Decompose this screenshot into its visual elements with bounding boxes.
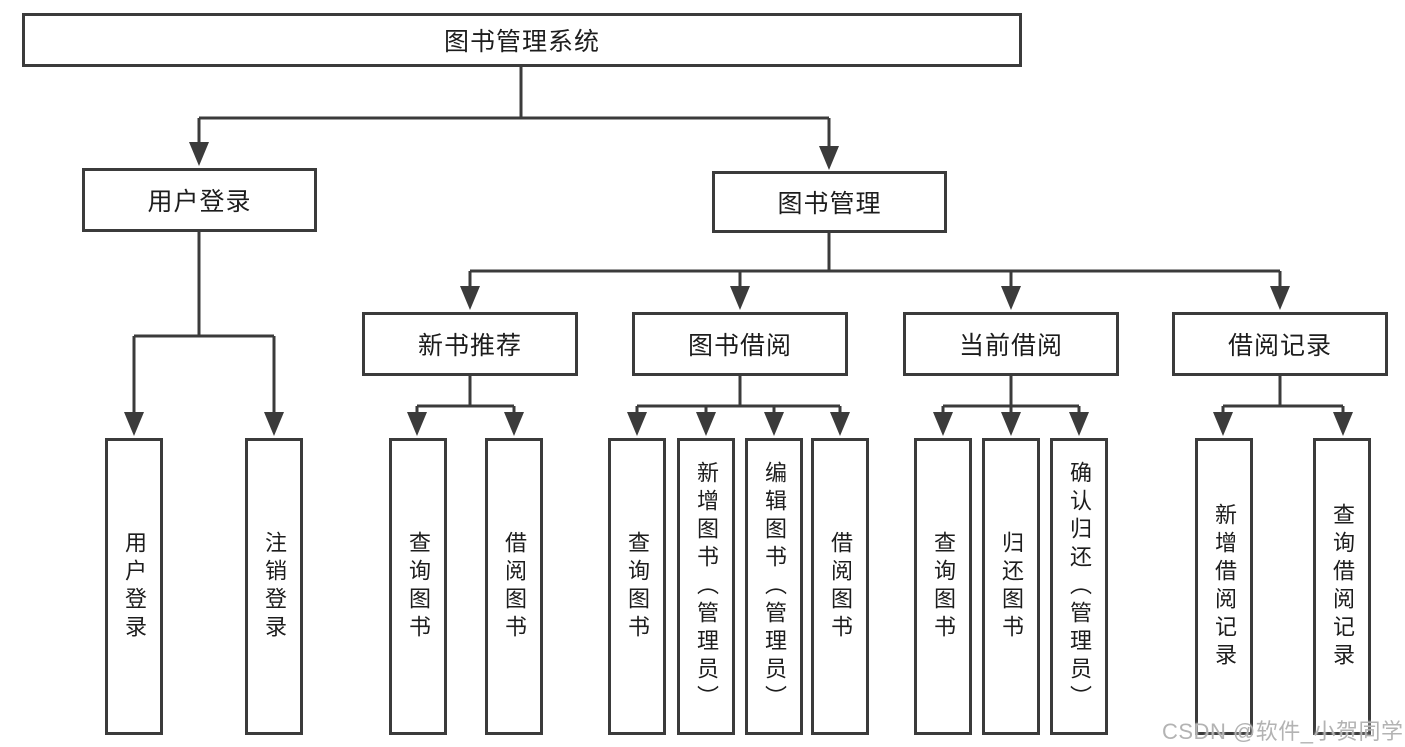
connector-user-login-children: [132, 231, 276, 414]
arrowhead: [764, 412, 784, 436]
node-current-borrowing: 当前借阅: [903, 312, 1119, 376]
node-label: 注销登录: [262, 530, 287, 643]
connector-book-mgmt-children: [468, 232, 1282, 288]
node-label: 用户登录: [122, 530, 147, 643]
arrowhead: [1001, 412, 1021, 436]
arrowhead: [1213, 412, 1233, 436]
node-book-management: 图书管理: [712, 171, 947, 233]
arrowhead: [1270, 286, 1290, 310]
leaf-borrow-books-borrowing: 借阅图书: [811, 438, 869, 735]
node-label: 当前借阅: [958, 332, 1063, 360]
leaf-query-books-borrowing: 查询图书: [608, 438, 666, 735]
node-label: 查询借阅记录: [1330, 502, 1355, 671]
arrowhead: [696, 412, 716, 436]
node-label: 新增借阅记录: [1212, 502, 1237, 671]
node-label: 归还图书: [999, 530, 1024, 643]
node-user-login: 用户登录: [82, 168, 317, 232]
arrowhead: [407, 412, 427, 436]
node-label: 借阅图书: [828, 530, 853, 643]
arrowhead: [504, 412, 524, 436]
arrowhead: [819, 146, 839, 170]
arrowhead: [830, 412, 850, 436]
arrowhead: [933, 412, 953, 436]
leaf-query-books-current: 查询图书: [914, 438, 972, 735]
node-label: 查询图书: [931, 530, 956, 643]
connector-borrow-records-children: [1221, 375, 1345, 414]
connector-new-book-rec-children: [415, 375, 516, 414]
node-label: 新增图书（管理员）: [694, 460, 719, 713]
leaf-confirm-return-admin: 确认归还（管理员）: [1050, 438, 1108, 735]
arrowhead: [1069, 412, 1089, 436]
leaf-logout: 注销登录: [245, 438, 303, 735]
arrowhead: [730, 286, 750, 310]
leaf-user-login: 用户登录: [105, 438, 163, 735]
node-label: 新书推荐: [417, 332, 522, 360]
leaf-query-borrow-record: 查询借阅记录: [1313, 438, 1371, 735]
node-label: 查询图书: [625, 530, 650, 643]
watermark: CSDN @软件_小贺同学: [1162, 719, 1404, 744]
arrowhead: [460, 286, 480, 310]
node-label: 借阅图书: [502, 530, 527, 643]
connector-book-borrow-children: [635, 375, 842, 414]
connector-root-to-level2: [197, 67, 831, 148]
leaf-add-borrow-record: 新增借阅记录: [1195, 438, 1253, 735]
leaf-edit-books-admin: 编辑图书（管理员）: [745, 438, 803, 735]
leaf-return-books: 归还图书: [982, 438, 1040, 735]
leaf-borrow-books-recommend: 借阅图书: [485, 438, 543, 735]
node-book-borrowing: 图书借阅: [632, 312, 848, 376]
node-label: 图书管理: [777, 190, 882, 218]
connector-current-borrow-children: [941, 375, 1081, 414]
node-label: 图书管理系统: [443, 28, 600, 56]
arrowhead: [627, 412, 647, 436]
node-label: 确认归还（管理员）: [1067, 460, 1092, 713]
arrowhead: [1001, 286, 1021, 310]
leaf-add-books-admin: 新增图书（管理员）: [677, 438, 735, 735]
node-label: 借阅记录: [1227, 332, 1332, 360]
arrowhead: [189, 142, 209, 166]
leaf-query-books-recommend: 查询图书: [389, 438, 447, 735]
arrowhead: [264, 412, 284, 436]
arrowhead: [124, 412, 144, 436]
node-new-book-recommendation: 新书推荐: [362, 312, 578, 376]
node-label: 编辑图书（管理员）: [762, 460, 787, 713]
node-library-management-system: 图书管理系统: [22, 13, 1022, 67]
node-label: 查询图书: [406, 530, 431, 643]
arrowhead: [1333, 412, 1353, 436]
node-borrowing-records: 借阅记录: [1172, 312, 1388, 376]
node-label: 用户登录: [147, 188, 252, 216]
node-label: 图书借阅: [687, 332, 792, 360]
